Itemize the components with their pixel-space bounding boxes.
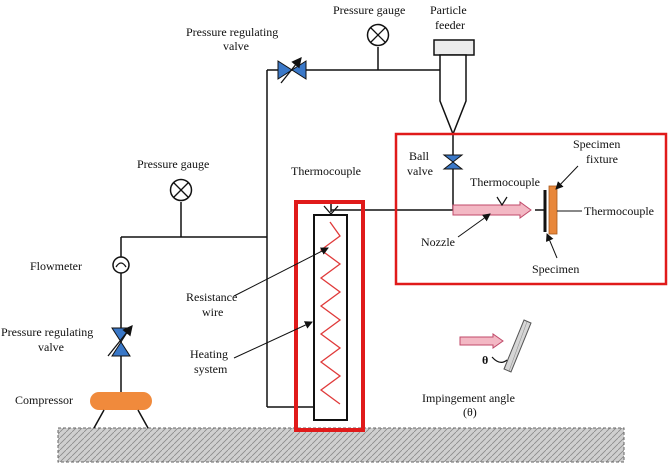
thermocouple-nozzle-icon [496,196,508,207]
compressor-icon [90,392,152,429]
ball-valve-label-1: Ball [409,149,430,163]
resistance-wire-pointer [233,247,329,297]
gas-piping [120,47,454,408]
nozzle-region-highlight [394,132,668,286]
pressure-regulating-valve-top-icon [277,56,307,84]
nozzle-icon [452,201,532,219]
specimen-label: Specimen [532,262,579,276]
pressure-regulating-valve-left-label-2: valve [38,340,64,354]
impingement-angle-label-2: (θ) [463,405,477,419]
pressure-gauge-left-icon [169,178,193,202]
thermocouple-heater-icon [323,205,339,215]
pressure-regulating-valve-top-label-2: valve [223,39,249,53]
nozzle-label: Nozzle [421,235,455,249]
ground [57,427,625,463]
impingement-angle-arc [491,356,508,363]
theta-symbol: θ [482,353,488,367]
pressure-regulating-valve-top-label-1: Pressure regulating [186,25,278,39]
heating-system-label-2: system [194,362,228,376]
pressure-regulating-valve-left-label-1: Pressure regulating [1,325,93,339]
compressor-label: Compressor [15,393,73,407]
thermocouple-nozzle-label: Thermocouple [470,175,540,189]
nozzle-pointer [457,213,491,238]
pressure-gauge-left-label: Pressure gauge [137,157,209,171]
impingement-specimen-icon [503,319,532,373]
thermocouple-specimen-label: Thermocouple [584,204,654,218]
specimen-fixture-pointer [555,165,579,190]
pressure-regulating-valve-left-icon [107,324,133,357]
resistance-wire-label-2: wire [202,305,223,319]
heating-system-highlight [294,200,365,432]
specimen-pointer [546,233,558,259]
flowmeter-label: Flowmeter [30,259,82,273]
thermocouple-heater-label: Thermocouple [291,164,361,178]
particle-feeder-label-1: Particle [430,3,467,17]
specimen-fixture-label-1: Specimen [573,137,620,151]
specimen-fixture-label-2: fixture [586,152,618,166]
particle-feeder-icon [433,39,475,137]
specimen-fixture-icon [548,185,558,235]
heating-system-label-1: Heating [190,347,228,361]
ball-valve-label-2: valve [407,164,433,178]
impingement-angle-label-1: Impingement angle [422,391,515,405]
pressure-gauge-top-label: Pressure gauge [333,3,405,17]
pressure-gauge-top-icon [366,23,390,47]
ball-valve-icon [442,154,464,170]
resistance-wire-label-1: Resistance [186,290,237,304]
heating-system-pointer [233,321,313,359]
impingement-nozzle-icon [459,333,504,349]
particle-feeder-label-2: feeder [435,18,465,32]
heating-system-icon [313,214,348,421]
flowmeter-icon [112,256,130,274]
